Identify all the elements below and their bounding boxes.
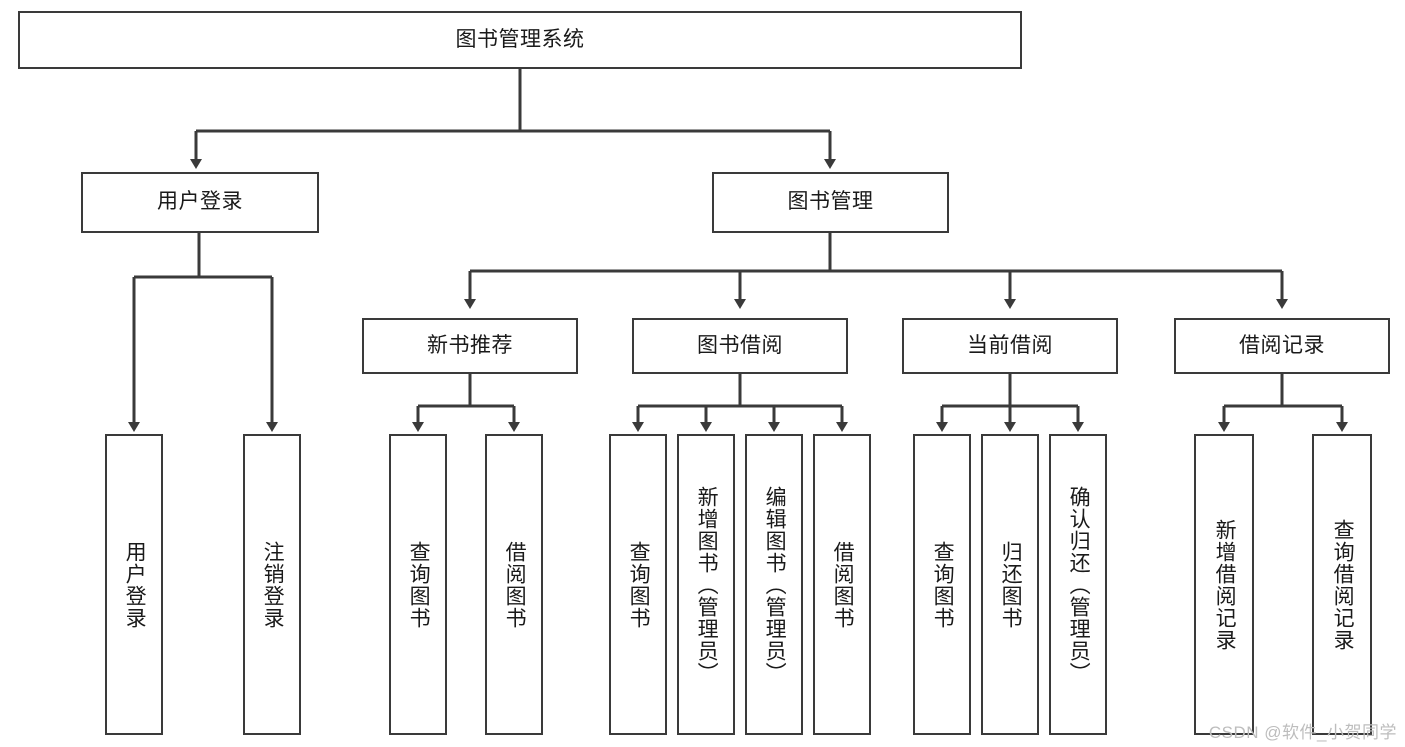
node-label: 查询图书 [931, 540, 955, 629]
node-label: 查询图书 [627, 540, 651, 629]
node-label: 确认归还（管理员） [1067, 485, 1091, 684]
leaf-new-book-borrow[interactable]: 借阅图书 [485, 434, 543, 735]
node-label: 编辑图书（管理员） [763, 485, 787, 684]
node-label: 查询借阅记录 [1331, 518, 1355, 651]
node-label: 借阅记录 [1239, 333, 1325, 357]
node-label: 用户登录 [123, 540, 147, 629]
leaf-current-borrow-query[interactable]: 查询图书 [913, 434, 971, 735]
leaf-book-borrow-query[interactable]: 查询图书 [609, 434, 667, 735]
leaf-user-login-login[interactable]: 用户登录 [105, 434, 163, 735]
leaf-book-borrow-add[interactable]: 新增图书（管理员） [677, 434, 735, 735]
leaf-new-book-query[interactable]: 查询图书 [389, 434, 447, 735]
node-label: 新增借阅记录 [1213, 518, 1237, 651]
node-label: 新书推荐 [427, 333, 513, 357]
node-label: 当前借阅 [967, 333, 1053, 357]
leaf-book-borrow-lend[interactable]: 借阅图书 [813, 434, 871, 735]
node-label: 查询图书 [407, 540, 431, 629]
leaf-borrow-record-query[interactable]: 查询借阅记录 [1312, 434, 1372, 735]
node-label: 新增图书（管理员） [695, 485, 719, 684]
node-label: 归还图书 [999, 540, 1023, 629]
node-borrow-record[interactable]: 借阅记录 [1174, 318, 1390, 374]
node-book-borrow[interactable]: 图书借阅 [632, 318, 848, 374]
node-label: 图书借阅 [697, 333, 783, 357]
leaf-current-borrow-confirm-return[interactable]: 确认归还（管理员） [1049, 434, 1107, 735]
node-label: 借阅图书 [831, 540, 855, 629]
node-label: 注销登录 [261, 540, 285, 629]
node-label: 图书管理系统 [455, 27, 585, 51]
node-label: 用户登录 [157, 190, 243, 214]
leaf-current-borrow-return[interactable]: 归还图书 [981, 434, 1039, 735]
node-user-login[interactable]: 用户登录 [81, 172, 319, 233]
node-label: 借阅图书 [503, 540, 527, 629]
node-root-图书管理系统[interactable]: 图书管理系统 [18, 11, 1022, 69]
node-new-book-recommend[interactable]: 新书推荐 [362, 318, 578, 374]
node-label: 图书管理 [787, 190, 874, 214]
leaf-borrow-record-add[interactable]: 新增借阅记录 [1194, 434, 1254, 735]
node-book-management[interactable]: 图书管理 [712, 172, 949, 233]
watermark: CSDN @软件_小贺同学 [1208, 723, 1397, 742]
leaf-book-borrow-edit[interactable]: 编辑图书（管理员） [745, 434, 803, 735]
leaf-user-login-logout[interactable]: 注销登录 [243, 434, 301, 735]
node-current-borrow[interactable]: 当前借阅 [902, 318, 1118, 374]
